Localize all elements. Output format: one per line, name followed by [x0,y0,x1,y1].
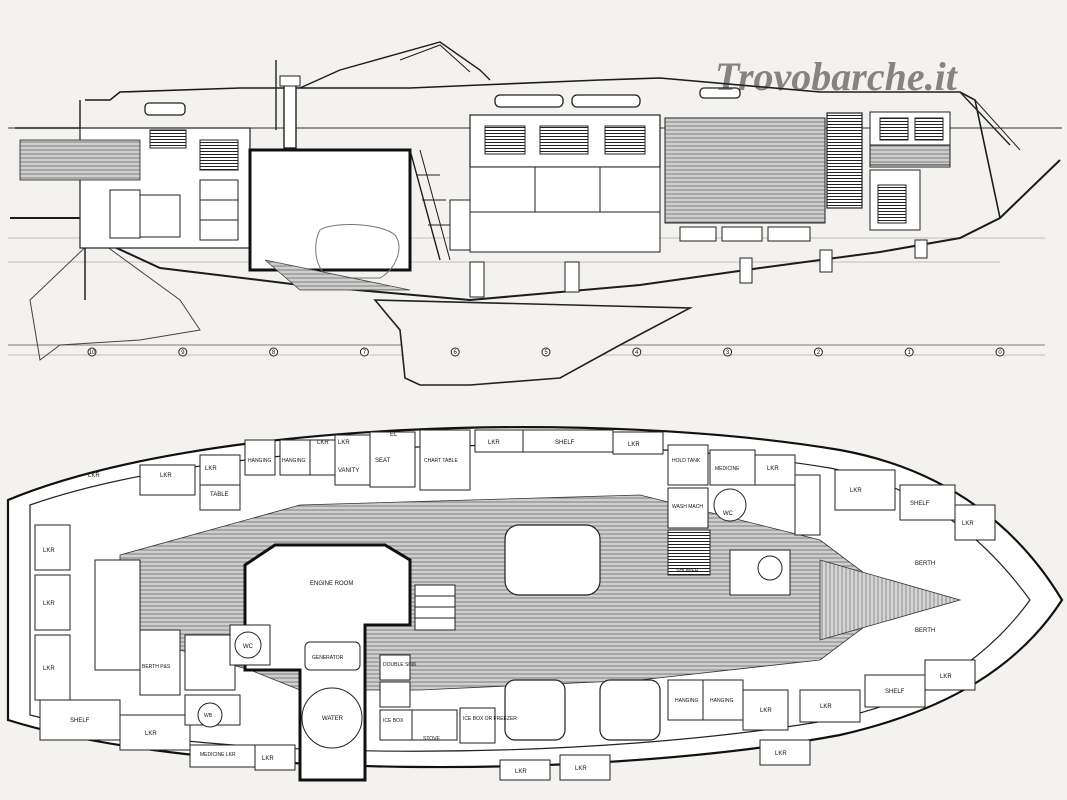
station-number: 6 [454,350,458,356]
label-wash-mach: WASH MACH [672,504,703,510]
label-lkr: LKR [43,666,55,672]
label-lkr: LKR [43,548,55,554]
label-double-sink: DOUBLE SINK [383,662,417,668]
station-circle [87,347,97,357]
station-number: 5 [544,350,548,356]
station-number: 10 [89,350,96,356]
label-lkr: LKR [962,521,974,527]
label-lkr: LKR [205,466,217,472]
label-lkr: LKR [262,756,274,762]
label-lkr: LKR [88,473,100,479]
label-shower: SHOWER [676,568,699,574]
label-hanging: HANGING [710,698,733,704]
station-circle [269,347,279,357]
station-number: 3 [726,350,730,356]
label-lkr: LKR [575,766,587,772]
station-circle [813,347,823,357]
label-water: WATER [322,716,344,722]
station-circle [450,347,460,357]
label-lkr: LKR [317,440,329,446]
station-circle [541,347,551,357]
station-circle [632,347,642,357]
label-lkr: LKR [940,674,952,680]
label-berth: BERTH [915,561,935,567]
label-stove: STOVE [423,736,441,742]
label-medicine: MEDICINE [715,466,740,472]
station-number: 4 [635,350,639,356]
station-circle [178,347,188,357]
label-lkr: LKR [767,466,779,472]
label-shelf: SHELF [885,689,905,695]
label-shelf: SHELF [910,501,930,507]
label-lkr: LKR [760,708,772,714]
station-number: 7 [363,350,367,356]
label-el: EL [390,432,398,438]
label-lkr: LKR [160,473,172,479]
plan-view: LKR LKR LKR TABLE HANGING HANGING LKR LK… [6,426,1064,782]
label-lkr: LKR [775,751,787,757]
station-circle [995,347,1005,357]
station-circle [359,347,369,357]
label-hanging: HANGING [282,458,305,464]
label-chart-table: CHART TABLE [424,458,458,464]
label-generator: GENERATOR [312,655,344,661]
station-number: 1 [908,350,912,356]
label-lkr: LKR [515,769,527,775]
label-hold-tank: HOLD TANK [672,458,701,464]
label-ice-box: ICE BOX [383,718,404,724]
label-ice-box-freezer: ICE BOX OR FREEZER [463,716,517,722]
station-number: 8 [272,350,276,356]
station-circle [904,347,914,357]
station-circle [723,347,733,357]
label-lkr: LKR [628,442,640,448]
label-lkr: LKR [43,601,55,607]
label-wc: WC [723,511,734,517]
label-shelf: SHELF [70,718,90,724]
label-lkr: LKR [338,440,350,446]
label-lkr: LKR [488,440,500,446]
label-shelf: SHELF [555,440,575,446]
station-number: 0 [998,350,1002,356]
label-table: TABLE [210,492,229,498]
label-hanging: HANGING [675,698,698,704]
label-engine-room: ENGINE ROOM [310,581,353,587]
label-wb: WB [204,713,213,719]
label-lkr: LKR [850,488,862,494]
label-wc: WC [243,644,254,650]
label-lkr: LKR [820,704,832,710]
label-berth-pes: BERTH P&S [142,664,171,670]
label-medicine-lkr: MEDICINE LKR [200,752,236,758]
watermark-text: Trovobarche.it [715,54,959,99]
label-lkr: LKR [145,731,157,737]
label-hanging: HANGING [248,458,271,464]
label-seat: SEAT [375,458,391,464]
station-number: 9 [181,350,185,356]
label-vanity: VANITY [338,468,359,474]
label-berth: BERTH [915,628,935,634]
station-number: 2 [817,350,821,356]
